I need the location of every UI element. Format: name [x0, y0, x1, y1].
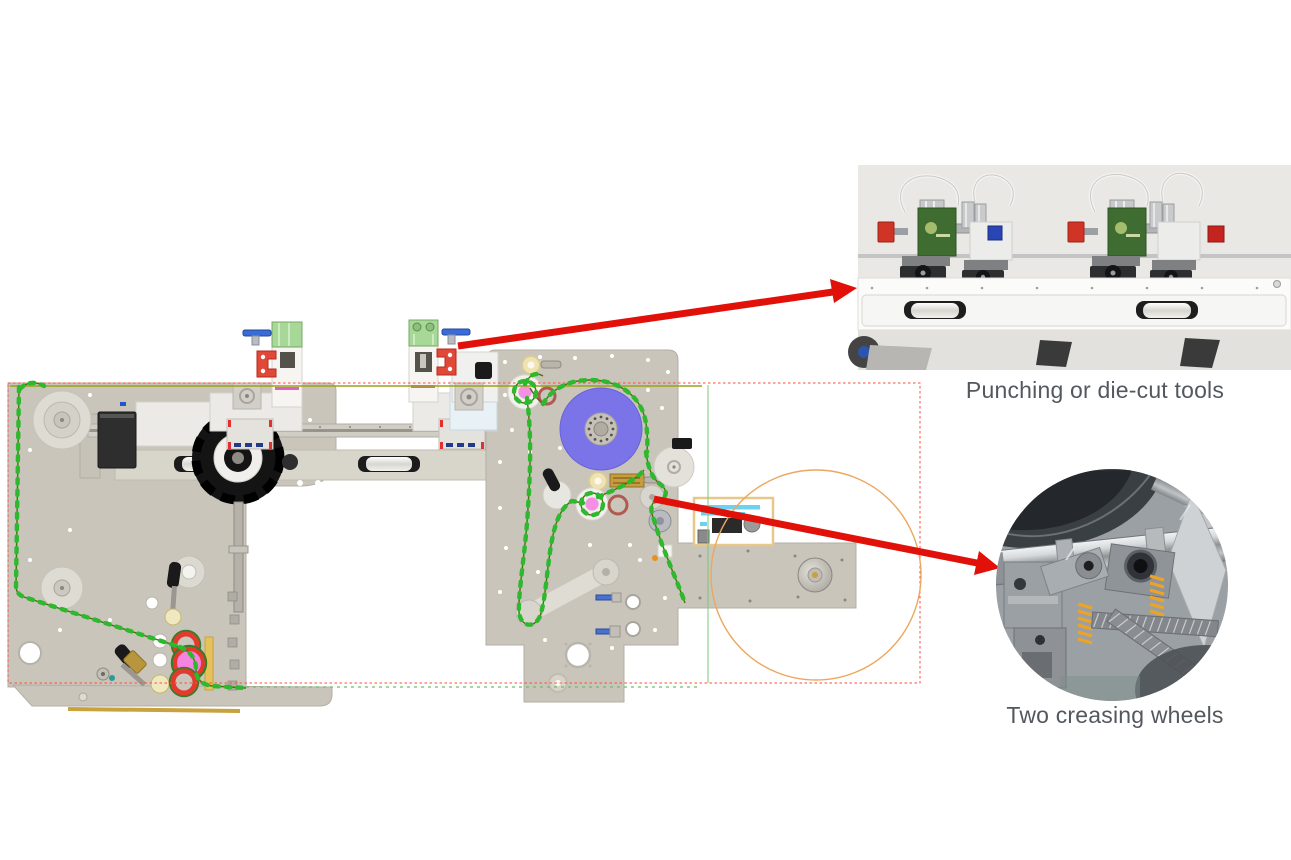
- gold-bar: [67, 707, 241, 713]
- stepper-motor: [97, 411, 137, 469]
- tool-beam: [114, 449, 501, 481]
- red-clamp: [436, 348, 457, 376]
- arrow-to-punching-tools: [457, 279, 857, 350]
- caption-punching-tools: Punching or die-cut tools: [965, 377, 1225, 403]
- arrow-to-creasing-wheels: [653, 495, 1000, 575]
- rewind-roll-outline-circle: [710, 469, 922, 681]
- lead-screw-shaft: [233, 501, 244, 613]
- tension-lever: [164, 555, 206, 626]
- unwind-section: [18, 390, 298, 698]
- blue-screws: [595, 592, 622, 638]
- boundary-lines: [7, 382, 921, 688]
- pink-roller: [517, 384, 533, 400]
- die-cut-tool-unit-1: [209, 321, 303, 450]
- arm-screws: [698, 549, 847, 603]
- black-knob: [475, 362, 492, 379]
- photo-punching-die-cut-tools: [848, 165, 1291, 370]
- dancer-arm: [515, 558, 620, 627]
- tension-lever: [114, 644, 170, 694]
- panel-screen: [712, 518, 742, 533]
- blue-valve: [441, 328, 471, 336]
- orange-spring: [1077, 574, 1165, 645]
- beam-handle: [904, 301, 1198, 319]
- left-frame-lower-band: [11, 684, 333, 707]
- caption-creasing-wheels: Two creasing wheels: [1006, 702, 1224, 728]
- web-path: [13, 371, 688, 691]
- red-dashed-boundary: [7, 382, 921, 684]
- frame-hole: [18, 641, 42, 665]
- beam-handle: [358, 456, 420, 472]
- callout-arrows: [457, 279, 1000, 575]
- pneumatic-cylinder: [271, 321, 303, 348]
- blue-valve: [242, 329, 272, 337]
- blue-die-disc: [559, 387, 643, 471]
- pink-roller: [584, 496, 600, 512]
- photo-two-creasing-wheels: [996, 469, 1228, 701]
